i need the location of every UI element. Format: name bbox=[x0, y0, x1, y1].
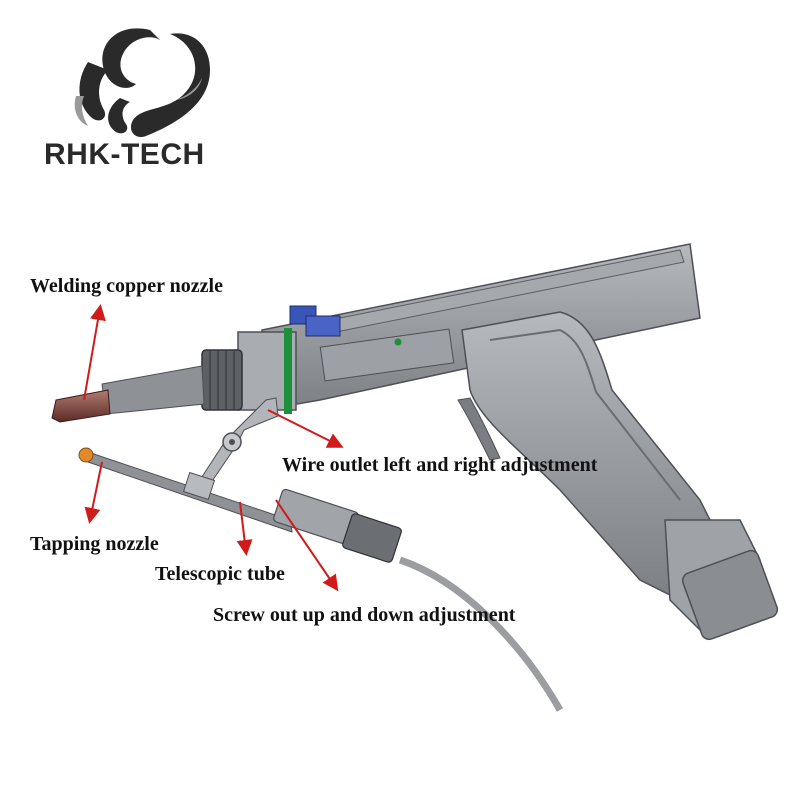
label-wire-outlet-adjustment: Wire outlet left and right adjustment bbox=[282, 454, 598, 476]
label-screw-out-adjustment: Screw out up and down adjustment bbox=[213, 604, 516, 626]
brand-name: RHK-TECH bbox=[44, 138, 205, 171]
cable bbox=[398, 556, 564, 712]
arrow-telescopic-tube bbox=[236, 501, 253, 556]
label-telescopic-tube: Telescopic tube bbox=[155, 563, 285, 585]
copper-nozzle bbox=[51, 389, 111, 423]
arrow-screw-adjustment bbox=[275, 499, 339, 592]
arrow-wire-outlet bbox=[267, 409, 344, 448]
label-tapping-nozzle: Tapping nozzle bbox=[30, 533, 159, 555]
arrow-tapping-nozzle bbox=[84, 461, 103, 524]
label-welding-copper-nozzle: Welding copper nozzle bbox=[30, 275, 223, 297]
wire-tip bbox=[78, 447, 94, 463]
arrow-welding-nozzle bbox=[83, 304, 106, 401]
